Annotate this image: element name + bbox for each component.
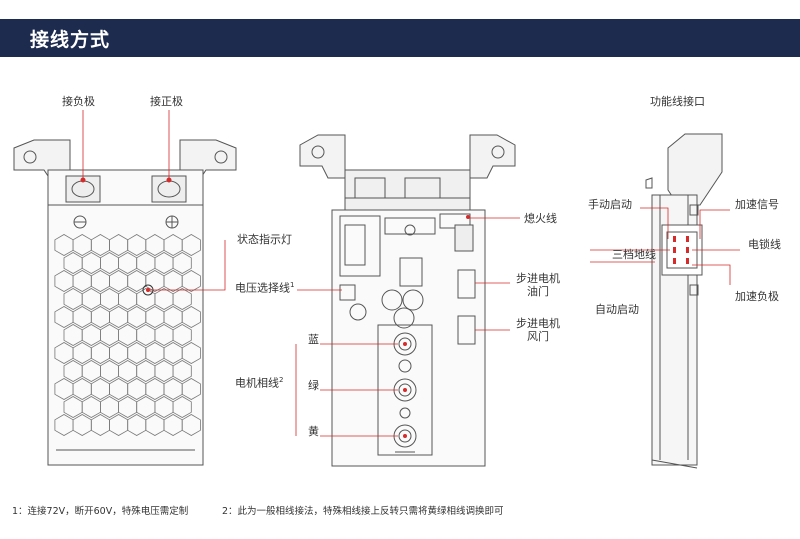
hex-cell bbox=[172, 252, 192, 274]
label-stepper-choke: 步进电机风门 bbox=[516, 317, 560, 343]
label-function-port: 功能线接口 bbox=[650, 95, 705, 108]
label-electric-lock: 电锁线 bbox=[748, 238, 781, 251]
label-status-light: 状态指示灯 bbox=[237, 233, 292, 246]
controller-side-view bbox=[645, 133, 723, 469]
label-flameout: 熄火线 bbox=[524, 212, 557, 225]
label-blue: 蓝 bbox=[308, 333, 319, 346]
hex-cell bbox=[181, 306, 201, 328]
label-pos-terminal: 接正极 bbox=[150, 95, 183, 108]
hex-cell bbox=[172, 324, 192, 346]
label-accel-signal: 加速信号 bbox=[735, 198, 779, 211]
label-stepper-throttle: 步进电机油门 bbox=[516, 272, 560, 298]
label-manual-start: 手动启动 bbox=[588, 198, 632, 211]
label-voltage-select: 电压选择线1 bbox=[235, 281, 295, 295]
hex-cell bbox=[181, 414, 201, 436]
label-neg-terminal: 接负极 bbox=[62, 95, 95, 108]
header-bar: 接线方式 bbox=[0, 19, 800, 57]
label-green: 绿 bbox=[308, 379, 319, 392]
controller-board-view bbox=[299, 134, 516, 467]
label-auto-start: 自动启动 bbox=[595, 303, 639, 316]
hex-cell bbox=[181, 270, 201, 292]
leader-status bbox=[150, 240, 226, 291]
leader-accel-signal bbox=[699, 209, 730, 239]
label-motor-phase: 电机相线2 bbox=[235, 376, 284, 390]
leader-accel-neg bbox=[692, 264, 731, 285]
hex-cell bbox=[172, 288, 192, 310]
label-yellow: 黄 bbox=[308, 425, 319, 438]
footnote-2: 2：此为一般相线接法，特殊相线接上反转只需将黄绿相线调换即可 bbox=[222, 506, 504, 517]
hex-cell bbox=[181, 234, 201, 256]
label-third-gear-ground: 三档地线 bbox=[612, 248, 656, 261]
hex-cell bbox=[172, 360, 192, 382]
heatsink-hex-pattern bbox=[54, 234, 201, 436]
page-title: 接线方式 bbox=[30, 29, 111, 51]
leader-manual bbox=[640, 207, 669, 239]
footnote-1: 1：连接72V，断开60V，特殊电压需定制 bbox=[12, 506, 189, 517]
hex-cell bbox=[172, 396, 192, 418]
label-accel-negative: 加速负极 bbox=[735, 290, 779, 303]
hex-cell bbox=[181, 378, 201, 400]
hex-cell bbox=[181, 342, 201, 364]
